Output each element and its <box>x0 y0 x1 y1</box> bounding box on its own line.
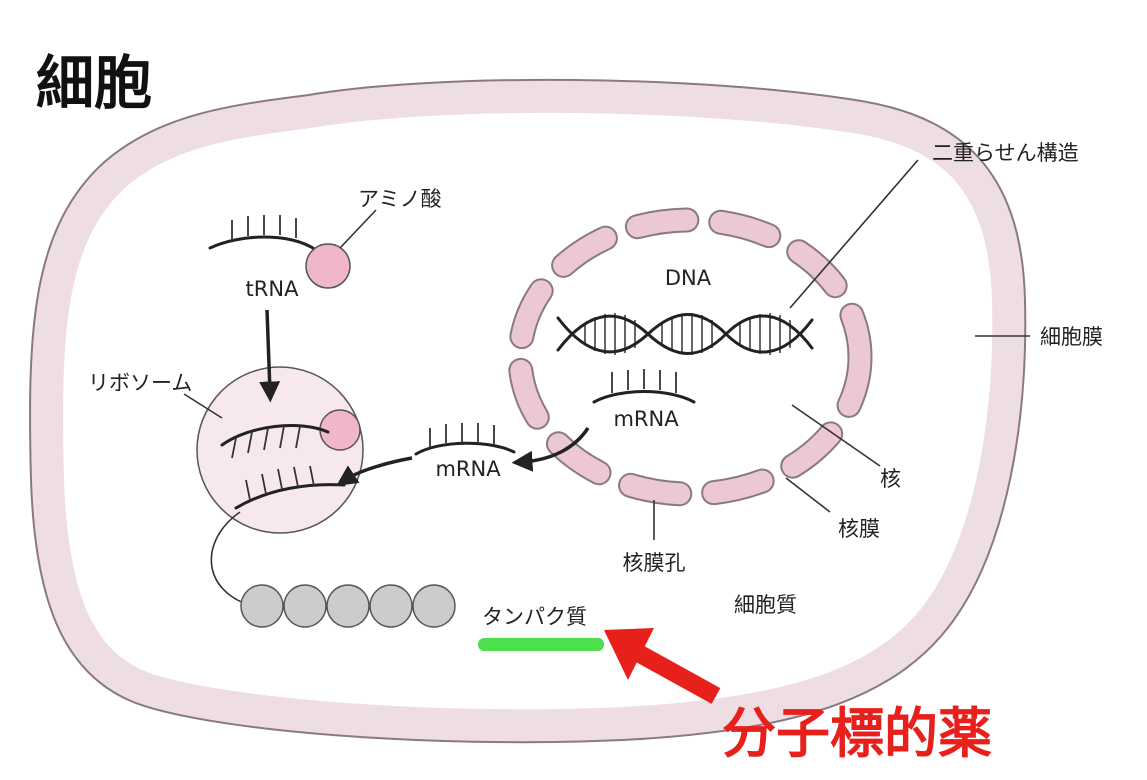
label-nucleus: 核 <box>880 467 901 491</box>
label-ribosome: リボソーム <box>88 371 192 395</box>
nuclear-membrane-segments <box>507 207 873 507</box>
free-trna <box>208 215 318 252</box>
label-mrna-nucleus: mRNA <box>613 407 679 431</box>
label-cell-membrane: 細胞膜 <box>1040 325 1103 349</box>
mrna-in-cytoplasm <box>414 423 516 456</box>
leader-lines <box>183 159 1030 540</box>
trna-in-ribosome <box>220 424 330 459</box>
protein-bar <box>478 638 604 651</box>
label-mrna-cytoplasm: mRNA <box>435 457 501 481</box>
red-arrow <box>604 628 721 704</box>
polypeptide-beads <box>240 584 456 628</box>
arrow-trna-to-ribosome <box>259 309 281 403</box>
annotation-molecular-targeted-drug: 分子標的薬 <box>722 702 992 765</box>
label-cytoplasm: 細胞質 <box>734 593 797 617</box>
label-amino-acid: アミノ酸 <box>358 187 442 211</box>
arrow-mrna-to-ribosome <box>336 456 413 486</box>
mrna-in-ribosome <box>234 465 346 510</box>
peptide-link <box>210 511 253 607</box>
page-title: 細胞 <box>36 49 152 117</box>
label-nuclear-pore: 核膜孔 <box>623 551 686 575</box>
label-protein: タンパク質 <box>482 605 587 629</box>
dna-helix <box>556 313 814 355</box>
amino-acid <box>305 243 351 289</box>
label-nuclear-membrane: 核膜 <box>838 517 880 541</box>
mrna-in-nucleus <box>592 369 696 404</box>
ribosome <box>196 366 364 534</box>
label-dna: DNA <box>665 266 712 290</box>
arrow-nucleus-to-cytoplasm <box>511 427 590 472</box>
label-double-helix: 二重らせん構造 <box>932 141 1079 165</box>
label-trna: tRNA <box>246 277 300 301</box>
